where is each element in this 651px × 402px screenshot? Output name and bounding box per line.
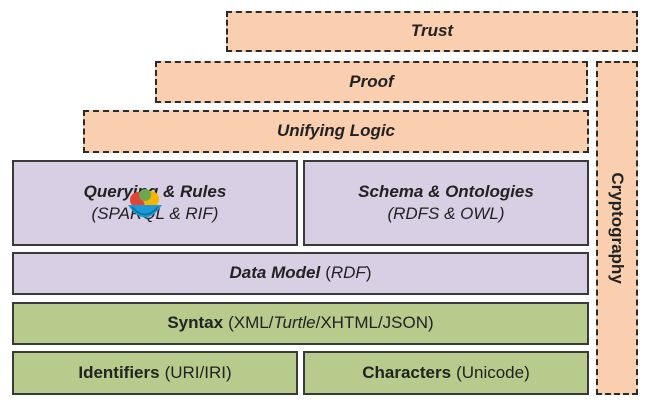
proof-layer: Proof	[155, 61, 588, 103]
trust-label: Trust	[410, 21, 454, 41]
data-model-title: Data Model	[229, 263, 321, 283]
identifiers-layer: Identifiers (URI/IRI)	[12, 351, 298, 395]
schema-ontologies-title: Schema & Ontologies	[358, 181, 534, 201]
cryptography-label: Cryptography	[608, 172, 628, 284]
cryptography-layer: Cryptography	[596, 61, 638, 395]
schema-ontologies-layer: Schema & Ontologies (RDFS & OWL)	[303, 160, 589, 246]
unifying-logic-label: Unifying Logic	[276, 121, 396, 141]
syntax-title: Syntax	[167, 313, 224, 333]
querying-rules-subtitle: (SPARQL & RIF)	[91, 204, 219, 223]
characters-title: Characters	[362, 362, 452, 382]
data-model-subtitle: (RDF)	[325, 263, 372, 283]
trust-layer: Trust	[226, 11, 638, 52]
querying-rules-layer: Querying & Rules (SPARQL & RIF)	[12, 160, 298, 246]
data-model-layer: Data Model (RDF)	[12, 252, 589, 295]
querying-rules-title: Querying & Rules	[83, 181, 227, 201]
syntax-detail: (XML/Turtle/XHTML/JSON)	[228, 313, 434, 333]
proof-label: Proof	[349, 71, 394, 91]
syntax-layer: Syntax (XML/Turtle/XHTML/JSON)	[12, 302, 589, 345]
schema-ontologies-subtitle: (RDFS & OWL)	[387, 204, 505, 223]
identifiers-detail: (URI/IRI)	[164, 362, 232, 382]
characters-detail: (Unicode)	[456, 362, 530, 382]
unifying-logic-layer: Unifying Logic	[83, 110, 589, 153]
identifiers-title: Identifiers	[78, 362, 160, 382]
characters-layer: Characters (Unicode)	[303, 351, 589, 395]
fruit-bowl-icon	[128, 189, 162, 218]
